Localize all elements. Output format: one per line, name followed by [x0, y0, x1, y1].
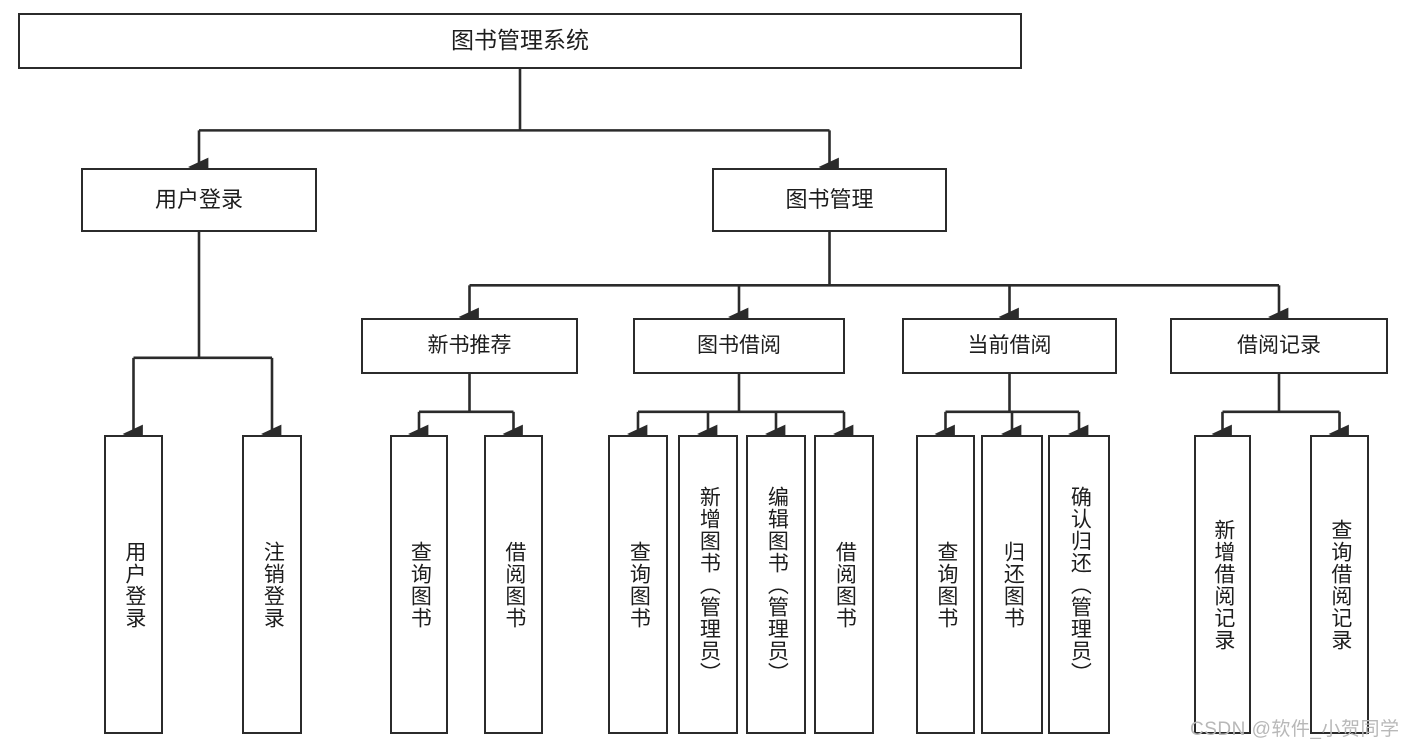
node-label: 查询图书 [408, 540, 432, 629]
node-l6[interactable]: 新增图书（管理员） [678, 435, 738, 734]
node-bookmgmt[interactable]: 图书管理 [712, 168, 947, 232]
node-label: 编辑图书（管理员） [765, 485, 789, 684]
node-l7[interactable]: 编辑图书（管理员） [746, 435, 806, 734]
node-label: 查询图书 [934, 540, 958, 629]
node-l12[interactable]: 新增借阅记录 [1194, 435, 1251, 734]
node-label: 用户登录 [122, 540, 146, 629]
node-label: 查询借阅记录 [1328, 518, 1352, 651]
node-root[interactable]: 图书管理系统 [18, 13, 1022, 69]
node-label: 注销登录 [261, 540, 285, 629]
node-newrec[interactable]: 新书推荐 [361, 318, 578, 374]
node-login[interactable]: 用户登录 [81, 168, 317, 232]
node-label: 图书管理系统 [451, 27, 589, 54]
node-label: 借阅图书 [833, 540, 857, 629]
node-label: 归还图书 [1001, 540, 1025, 629]
node-l2[interactable]: 注销登录 [242, 435, 302, 734]
node-l5[interactable]: 查询图书 [608, 435, 668, 734]
node-l1[interactable]: 用户登录 [104, 435, 163, 734]
node-l10[interactable]: 归还图书 [981, 435, 1043, 734]
node-label: 新增图书（管理员） [697, 485, 721, 684]
node-label: 借阅图书 [502, 540, 526, 629]
node-borrow[interactable]: 图书借阅 [633, 318, 845, 374]
node-l11[interactable]: 确认归还（管理员） [1048, 435, 1110, 734]
node-l13[interactable]: 查询借阅记录 [1310, 435, 1369, 734]
node-label: 新增借阅记录 [1211, 518, 1235, 651]
node-label: 图书借阅 [697, 333, 781, 357]
node-label: 图书管理 [785, 187, 874, 213]
node-label: 查询图书 [627, 540, 651, 629]
node-label: 借阅记录 [1237, 333, 1321, 357]
node-records[interactable]: 借阅记录 [1170, 318, 1388, 374]
node-l3[interactable]: 查询图书 [390, 435, 448, 734]
node-l4[interactable]: 借阅图书 [484, 435, 543, 734]
node-label: 确认归还（管理员） [1068, 485, 1092, 684]
node-l9[interactable]: 查询图书 [916, 435, 975, 734]
node-l8[interactable]: 借阅图书 [814, 435, 874, 734]
node-label: 当前借阅 [967, 333, 1052, 357]
node-label: 用户登录 [154, 187, 243, 213]
node-label: 新书推荐 [427, 333, 512, 357]
node-current[interactable]: 当前借阅 [902, 318, 1117, 374]
